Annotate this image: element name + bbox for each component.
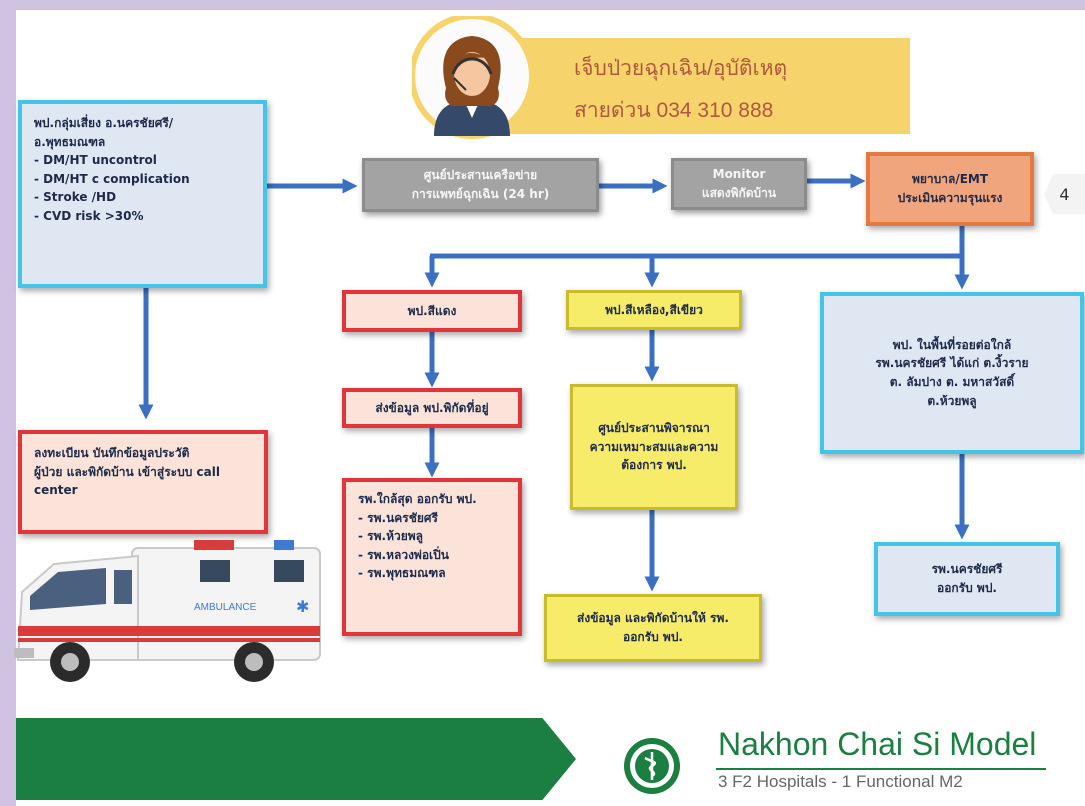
operator-avatar-icon — [412, 16, 532, 139]
monitor-line: Monitor — [712, 167, 766, 182]
coordinate-line: ความเหมาะสมและความ — [589, 439, 719, 454]
risk-line: - CVD risk >30% — [34, 208, 144, 223]
risk-line: อ.พุทธมณฑล — [34, 134, 106, 149]
hotline-title: เจ็บป่วยฉุกเฉิน/อุบัติเหตุ — [574, 57, 788, 80]
frame-left — [0, 0, 16, 806]
center-line: การแพทย์ฉุกเฉิน (24 hr) — [411, 187, 550, 201]
risk-line: พป.กลุ่มเสี่ยง อ.นครชัยศรี/ — [34, 116, 174, 130]
svg-text:✱: ✱ — [296, 597, 309, 616]
page-tab-number[interactable]: 4 — [1044, 174, 1085, 214]
register-line: center — [34, 483, 78, 498]
nearest-line: รพ.ใกล้สุด ออกรับ พป. — [358, 492, 477, 506]
risk-line: - Stroke /HD — [34, 190, 117, 205]
nearest-line: - รพ.พุทธมณฑล — [358, 566, 446, 581]
border-line: รพ.นครชัยศรี ได้แก่ ต.งิ้วราย — [875, 356, 1029, 371]
register-line: ลงทะเบียน บันทึกข้อมูลประวัติ — [34, 446, 190, 460]
footer-subtitle: 3 F2 Hospitals - 1 Functional M2 — [718, 772, 963, 791]
send-hospital-line: ส่งข้อมูล และพิกัดบ้านให้ รพ. — [577, 611, 729, 626]
box-risk-group: พป.กลุ่มเสี่ยง อ.นครชัยศรี/ อ.พุทธมณฑล -… — [18, 100, 267, 288]
border-line: พป. ในพื้นที่รอยต่อใกล้ — [892, 337, 1012, 352]
box-send-to-hospital: ส่งข้อมูล และพิกัดบ้านให้ รพ. ออกรับ พป. — [544, 594, 762, 662]
nearest-line: - รพ.หลวงพ่อเปิ่น — [358, 547, 449, 562]
send-hospital-line: ออกรับ พป. — [622, 630, 683, 644]
box-monitor: Monitor แสดงพิกัดบ้าน — [671, 158, 807, 210]
yellow-green-label: พป.สีเหลือง,สีเขียว — [605, 302, 703, 317]
box-emt-assess: พยาบาล/EMT ประเมินความรุนแรง — [866, 152, 1034, 226]
frame-top — [0, 0, 1085, 10]
red-patient-label: พป.สีแดง — [407, 303, 457, 318]
hotline-number[interactable]: สายด่วน 034 310 888 — [574, 99, 774, 122]
footer-title: Nakhon Chai Si Model — [718, 726, 1037, 762]
nearest-line: - รพ.นครชัยศรี — [358, 510, 438, 525]
box-yellow-green-patient: พป.สีเหลือง,สีเขียว — [566, 290, 742, 330]
branch-connector — [430, 226, 965, 259]
coordinate-line: ต้องการ พป. — [621, 458, 687, 473]
monitor-line: แสดงพิกัดบ้าน — [701, 186, 777, 200]
risk-line: - DM/HT uncontrol — [34, 153, 157, 168]
coordinate-line: ศูนย์ประสานพิจารณา — [598, 421, 710, 436]
footer-green-banner — [16, 718, 576, 800]
ncs-line: ออกรับ พป. — [936, 581, 997, 595]
box-nearest-hospital: รพ.ใกล้สุด ออกรับ พป. - รพ.นครชัยศรี - ร… — [342, 478, 522, 636]
box-register: ลงทะเบียน บันทึกข้อมูลประวัติ ผู้ป่วย แล… — [18, 430, 268, 534]
moph-logo-icon — [624, 738, 680, 794]
emt-line: ประเมินความรุนแรง — [897, 191, 1003, 205]
ncs-line: รพ.นครชัยศรี — [931, 562, 1003, 577]
box-red-patient: พป.สีแดง — [342, 290, 522, 332]
center-line: ศูนย์ประสานเครือข่าย — [423, 168, 538, 183]
box-border-area: พป. ในพื้นที่รอยต่อใกล้ รพ.นครชัยศรี ได้… — [820, 292, 1084, 454]
footer-divider — [716, 768, 1046, 770]
box-ncs-receive: รพ.นครชัยศรี ออกรับ พป. — [874, 542, 1060, 616]
send-location-label: ส่งข้อมูล พป.พิกัดที่อยู่ — [375, 400, 489, 415]
box-coordination-review: ศูนย์ประสานพิจารณา ความเหมาะสมและความ ต้… — [570, 384, 738, 510]
border-line: ต.ห้วยพลู — [927, 393, 977, 408]
emt-line: พยาบาล/EMT — [911, 172, 989, 187]
border-line: ต. ลัมปาง ต. มหาสวัสดิ์ — [889, 375, 1015, 389]
hotline-banner — [510, 38, 910, 134]
risk-line: - DM/HT c complication — [34, 171, 190, 186]
nearest-line: - รพ.ห้วยพลู — [358, 529, 424, 544]
ambulance-icon: AMBULANCE ✱ — [14, 540, 321, 682]
register-line: ผู้ป่วย และพิกัดบ้าน เข้าสู่ระบบ call — [34, 464, 220, 479]
box-coordination-center: ศูนย์ประสานเครือข่าย การแพทย์ฉุกเฉิน (24… — [362, 158, 599, 212]
ambulance-label: AMBULANCE — [194, 602, 257, 613]
box-send-location: ส่งข้อมูล พป.พิกัดที่อยู่ — [342, 388, 522, 428]
